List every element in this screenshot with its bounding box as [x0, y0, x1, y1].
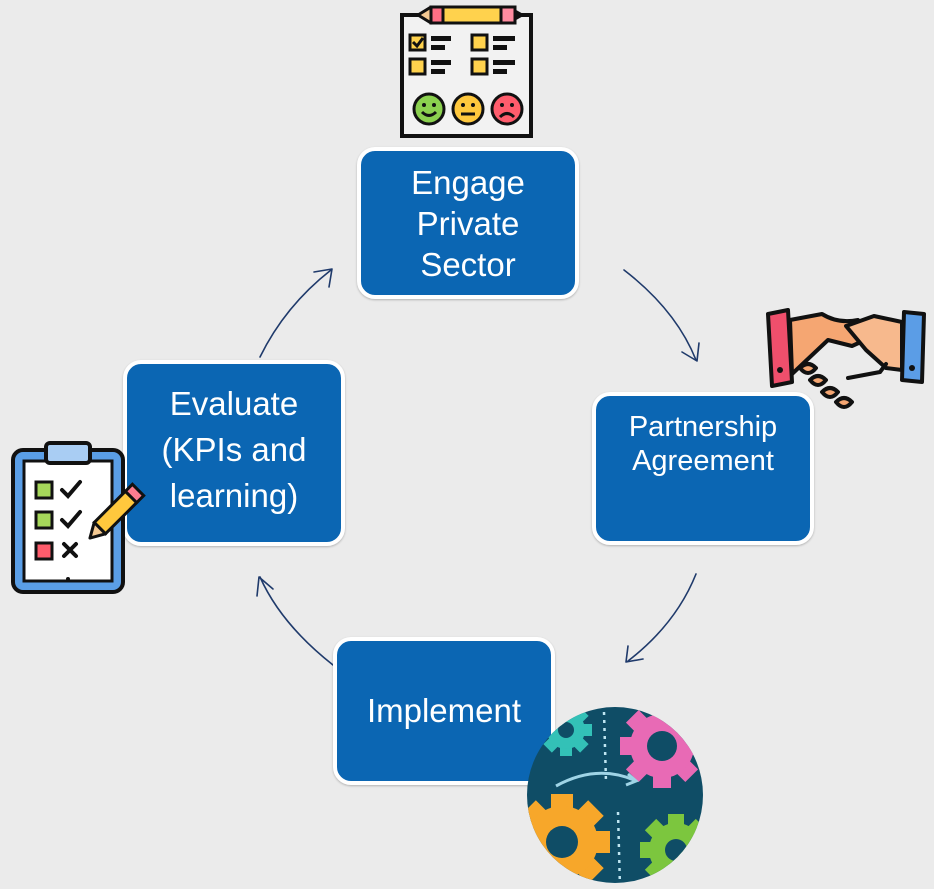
- handshake-icon: [766, 308, 926, 409]
- node-engage-private-sector: Engage Private Sector: [357, 147, 579, 299]
- node-label-line: (KPIs and: [161, 431, 307, 468]
- node-implement: Implement: [333, 637, 555, 785]
- arrow-engage-to-partnership: [623, 269, 700, 362]
- node-evaluate: Evaluate (KPIs and learning): [123, 360, 345, 546]
- arrow-partnership-to-implement: [625, 573, 697, 663]
- node-label-line: Implement: [366, 692, 522, 729]
- arrow-implement-to-evaluate: [256, 576, 334, 666]
- node-label-line: Agreement: [632, 444, 774, 477]
- clipboard-checklist-icon: [11, 441, 146, 594]
- node-label-line: Partnership: [628, 410, 778, 443]
- node-label-line: learning): [169, 477, 299, 514]
- gears-icon: [527, 707, 703, 883]
- node-label-line: Sector: [420, 245, 516, 283]
- node-label-line: Evaluate: [169, 385, 299, 422]
- node-label-line: Engage: [411, 163, 525, 201]
- node-label-line: Private: [416, 204, 520, 242]
- survey-checklist-icon: [400, 5, 533, 138]
- node-partnership-agreement: Partnership Agreement: [592, 392, 814, 545]
- arrow-evaluate-to-engage: [259, 268, 333, 358]
